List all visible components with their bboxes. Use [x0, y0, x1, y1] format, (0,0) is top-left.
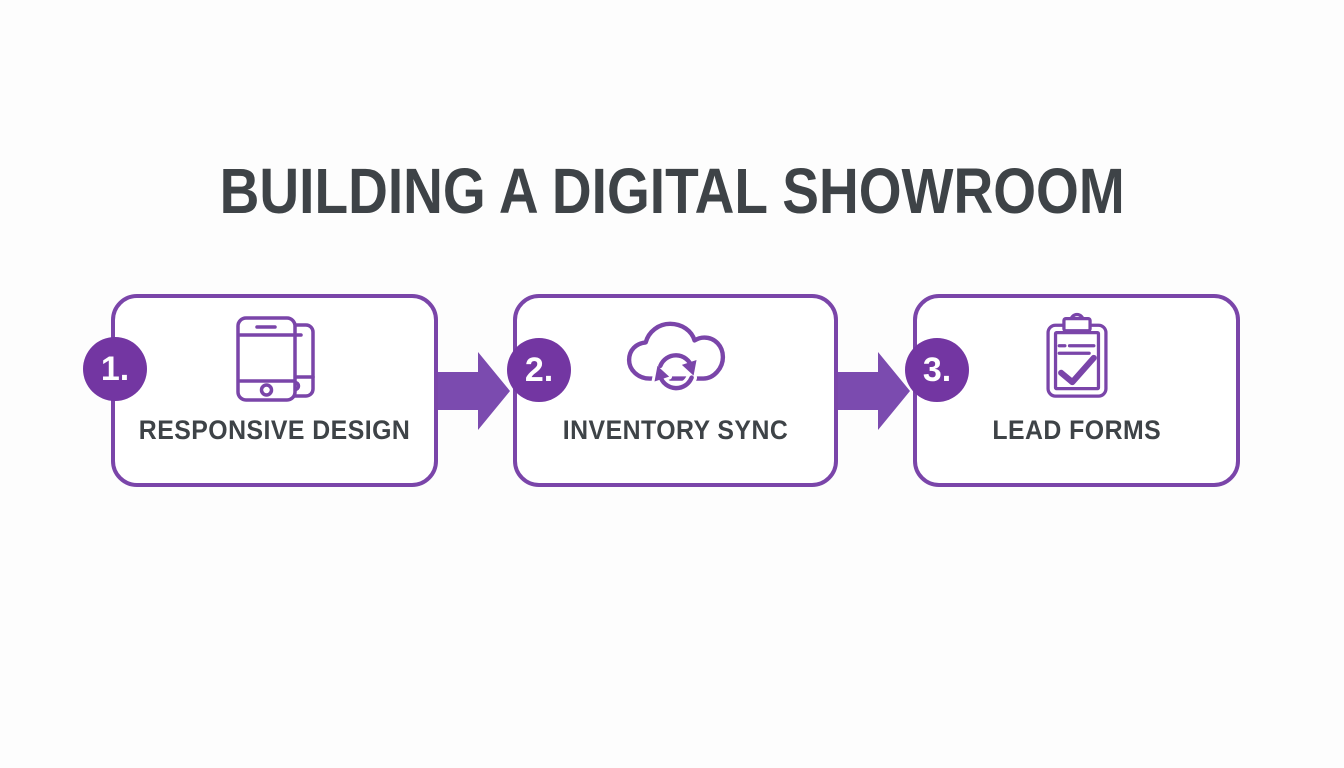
step-card-responsive-design: RESPONSIVE DESIGN — [111, 294, 438, 487]
step-label: LEAD FORMS — [992, 415, 1161, 445]
step-label: RESPONSIVE DESIGN — [138, 415, 411, 445]
step-number-badge: 1. — [83, 337, 147, 401]
step-card-inventory-sync: INVENTORY SYNC — [513, 294, 838, 487]
cloud-sync-icon — [623, 317, 729, 408]
arrow-right-icon — [438, 352, 510, 430]
clipboard-check-icon — [1035, 311, 1119, 406]
step-number-badge: 2. — [507, 338, 571, 402]
responsive-phones-icon — [229, 313, 321, 410]
page-title-text: BUILDING A DIGITAL SHOWROOM — [219, 154, 1125, 227]
page-title: BUILDING A DIGITAL SHOWROOM — [0, 159, 1344, 223]
step-number-badge: 3. — [905, 338, 969, 402]
arrow-right-icon — [838, 352, 910, 430]
step-card-lead-forms: LEAD FORMS — [913, 294, 1240, 487]
step-label: INVENTORY SYNC — [562, 415, 789, 445]
